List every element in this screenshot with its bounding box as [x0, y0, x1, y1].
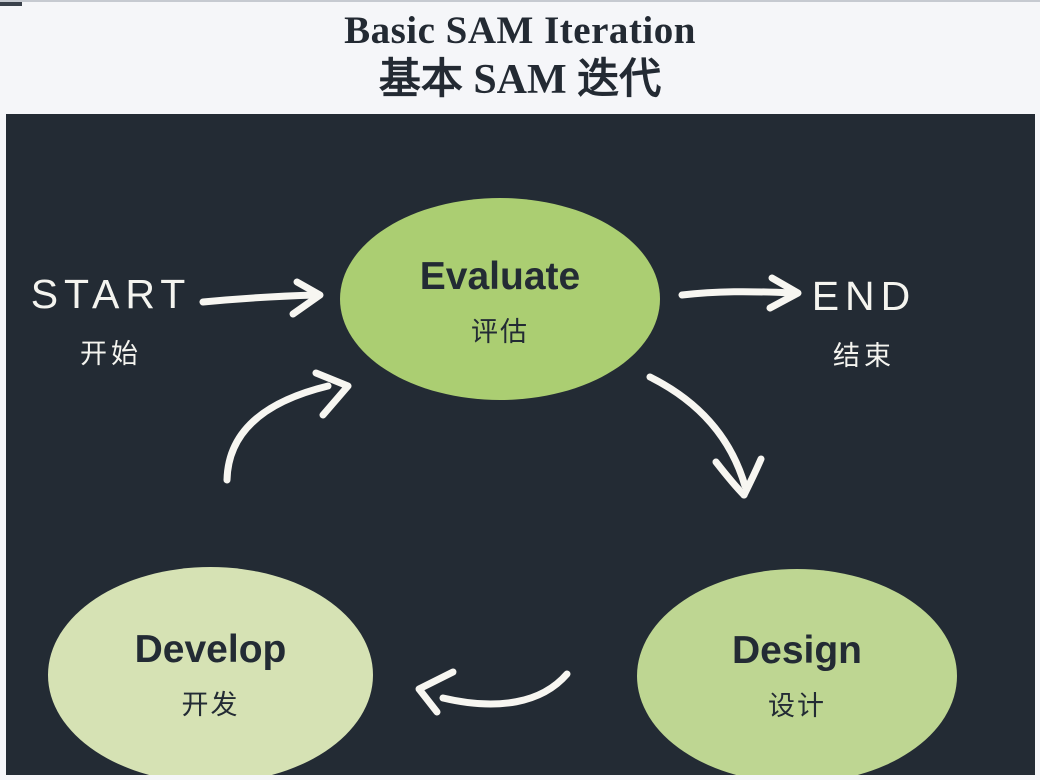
start-label: START — [30, 271, 192, 317]
node-evaluate-label: Evaluate — [419, 254, 581, 298]
node-develop: Develop 开发 — [48, 567, 373, 775]
node-evaluate: Evaluate 评估 — [340, 198, 660, 400]
screenshot-edge-artifact — [0, 2, 22, 6]
flow-arrows-layer — [199, 274, 802, 716]
arrow-design-to-develop-icon — [415, 668, 571, 716]
diagram-panel: START 开始 END 结束 Evaluate 评估 Develop 开发 D… — [6, 114, 1035, 775]
end-label-chinese: 结束 — [833, 341, 895, 371]
page-title: Basic SAM Iteration 基本 SAM 迭代 — [0, 2, 1040, 114]
node-design-label-chinese: 设计 — [768, 690, 826, 721]
node-develop-label: Develop — [134, 627, 287, 671]
title-english: Basic SAM Iteration — [344, 9, 696, 52]
node-develop-label-chinese: 开发 — [181, 689, 240, 720]
start-terminal: START 开始 — [21, 272, 201, 371]
node-evaluate-label-chinese: 评估 — [471, 316, 529, 347]
arrow-evaluate-to-end-icon — [678, 274, 802, 312]
arrow-evaluate-to-design-icon — [646, 373, 765, 499]
node-design-label: Design — [731, 628, 863, 672]
end-label: END — [811, 273, 917, 319]
node-design: Design 设计 — [637, 569, 957, 775]
title-chinese: 基本 SAM 迭代 — [378, 57, 662, 103]
start-label-chinese: 开始 — [80, 339, 142, 369]
arrow-develop-to-evaluate-icon — [223, 369, 352, 484]
end-terminal: END 结束 — [774, 274, 954, 373]
arrow-start-to-evaluate-icon — [199, 278, 324, 318]
